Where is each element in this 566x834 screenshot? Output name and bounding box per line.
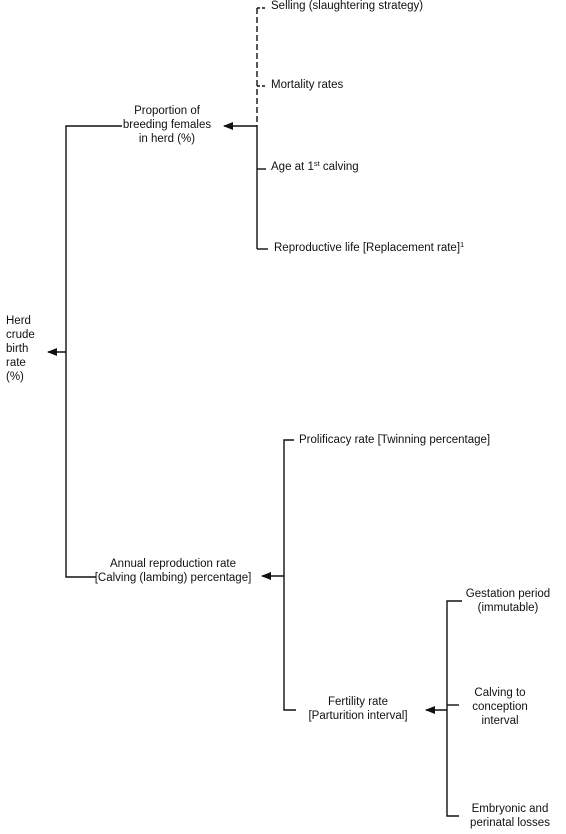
reproductive-life-label: Reproductive life [Replacement rate]1 [274, 240, 465, 254]
herd-crude-birth-rate-label: Herd crude birth rate (%) [6, 315, 35, 383]
prolificacy-label: Prolificacy rate [Twinning percentage] [299, 434, 491, 446]
annual-reproduction-label: Annual reproduction rate [Calving (lambi… [94, 558, 252, 584]
fertility-rate-label: Fertility rate [Parturition interval] [308, 696, 408, 722]
gestation-period-label: Gestation period (immutable) [465, 588, 551, 614]
mortality-label: Mortality rates [271, 79, 344, 91]
fertility-bracket [446, 600, 462, 817]
embryonic-perinatal-losses-label: Embryonic and perinatal losses [470, 803, 550, 829]
age-first-calving-label: Age at 1st calving [271, 159, 359, 173]
calving-conception-interval-label: Calving to conception interval [472, 687, 528, 727]
root-bracket [65, 125, 122, 578]
selling-label: Selling (slaughtering strategy) [271, 0, 424, 12]
annual-bracket [283, 439, 296, 711]
breeding-females-label: Proportion of breeding females in herd (… [122, 105, 212, 145]
